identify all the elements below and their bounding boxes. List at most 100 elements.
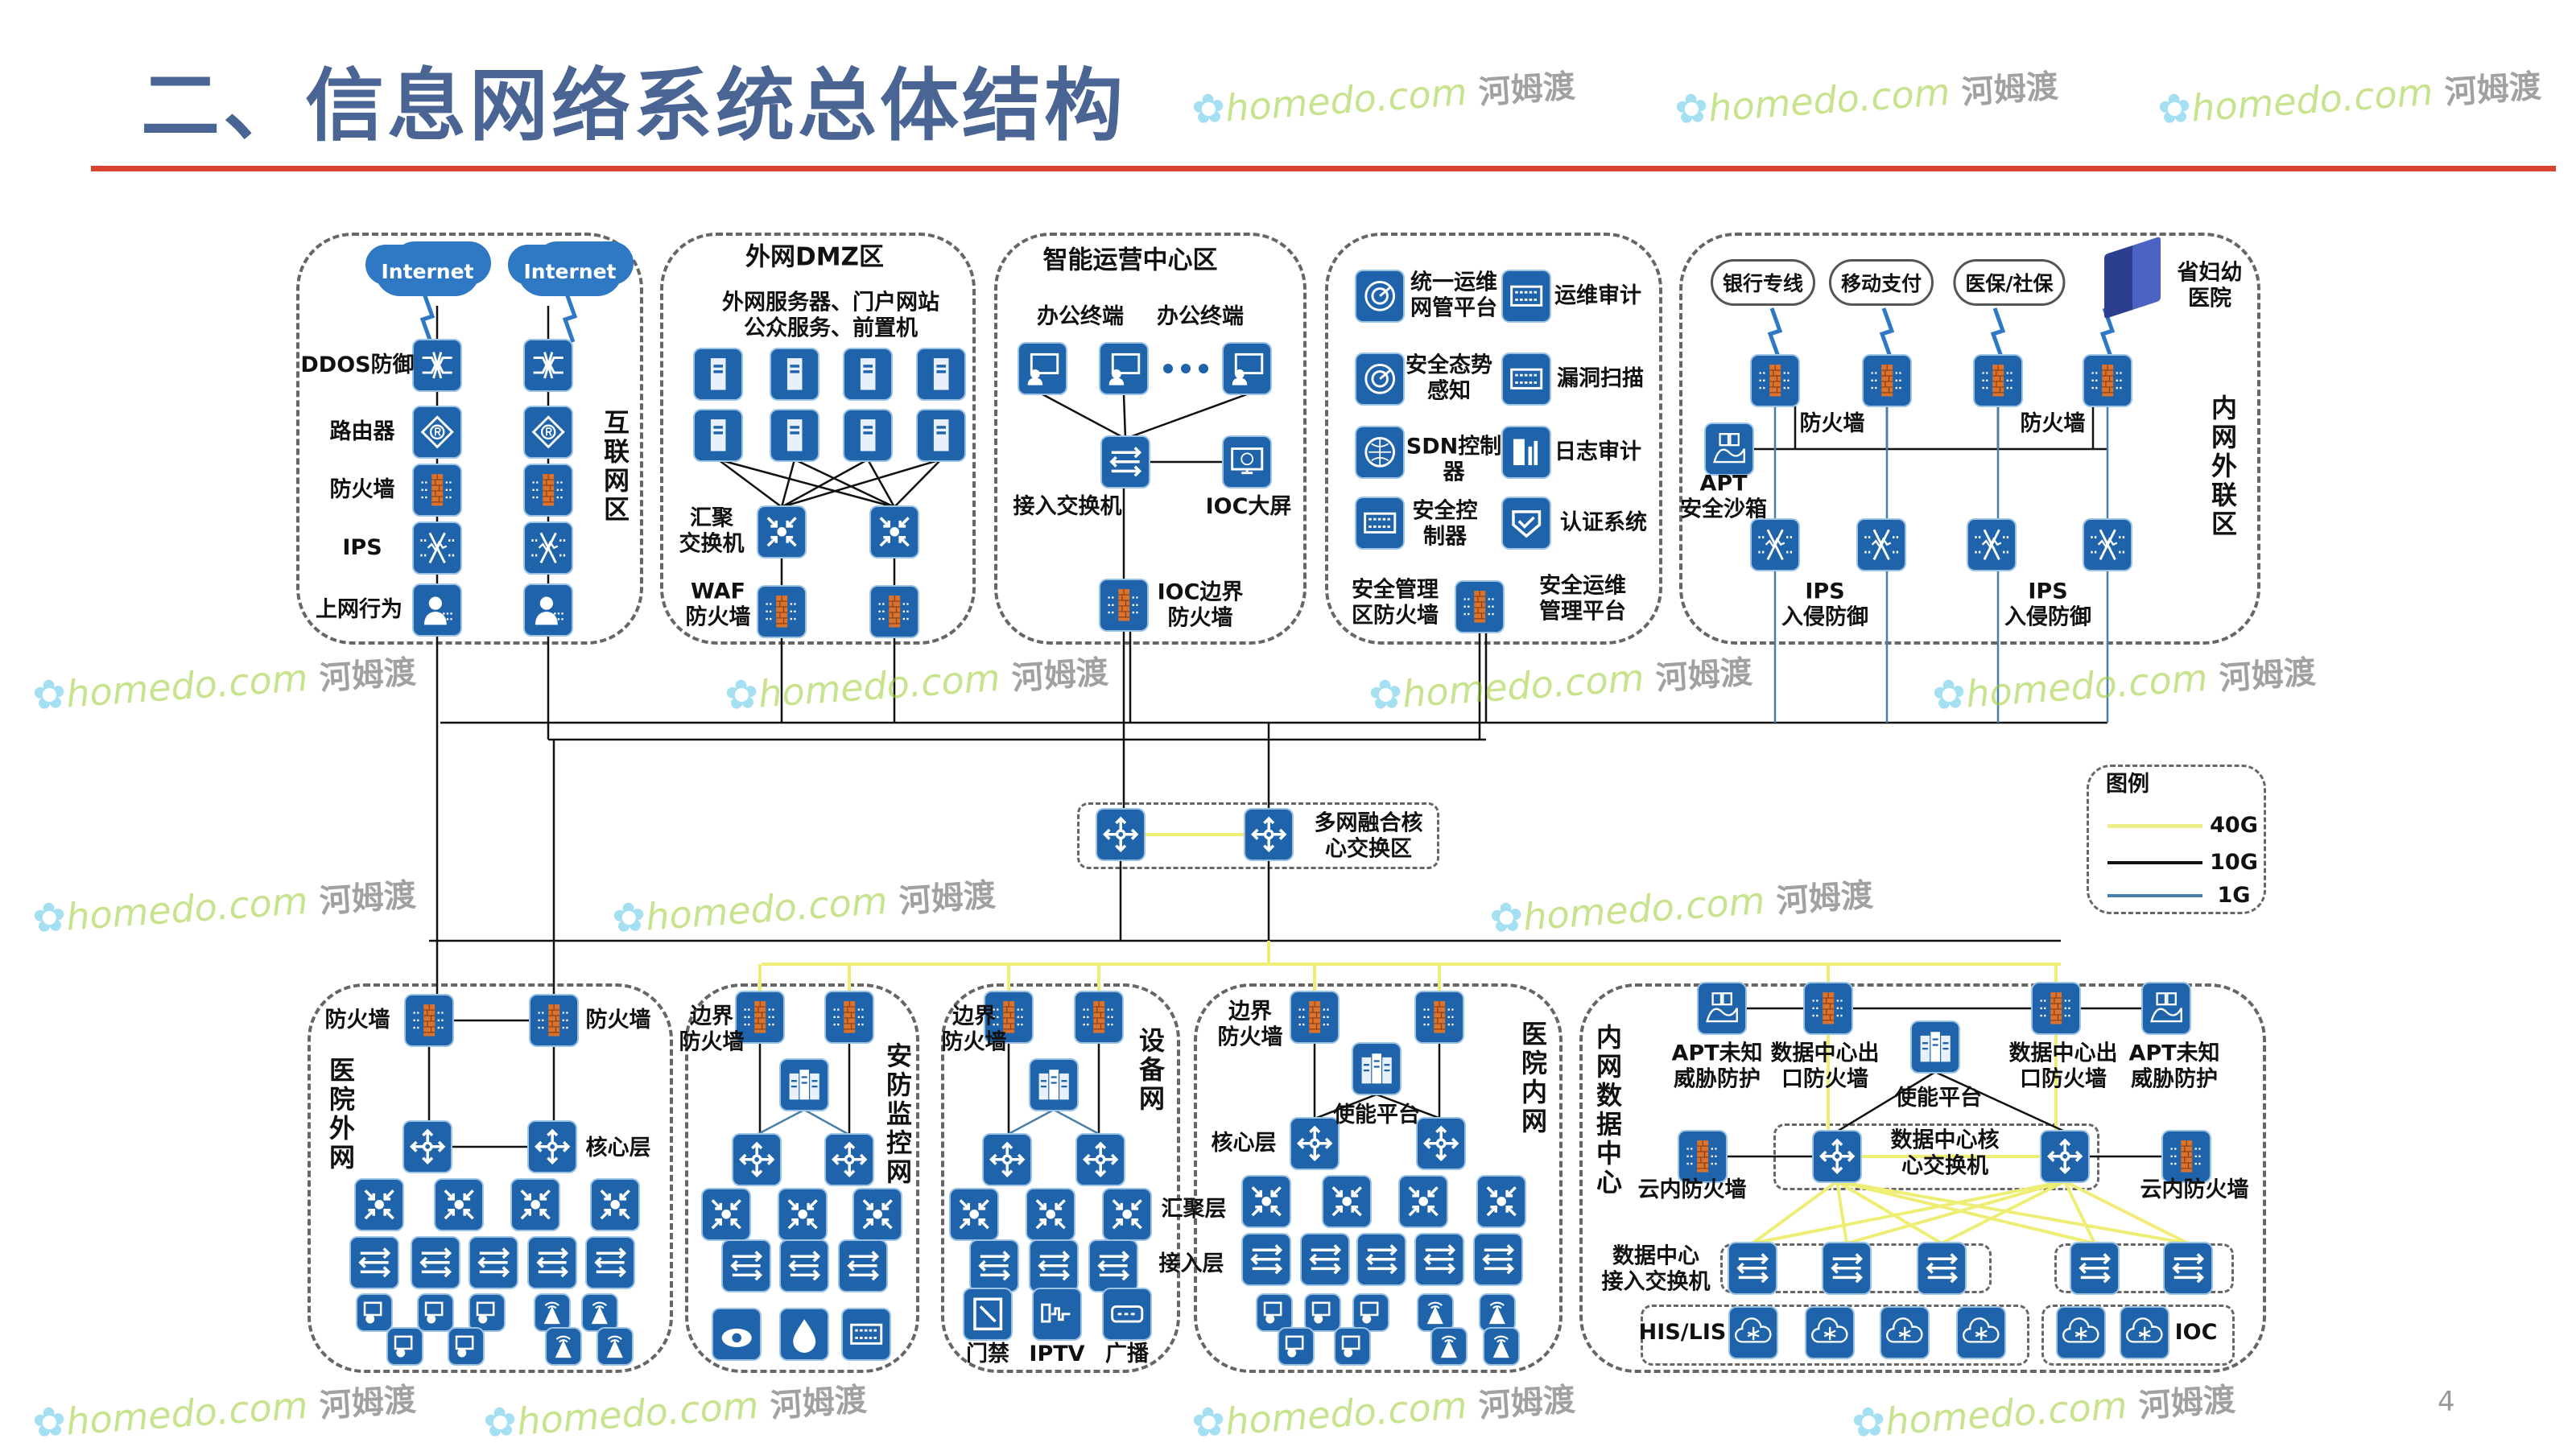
outer-core-label: 核心层 [585, 1135, 651, 1160]
dmz-server-icon [844, 410, 891, 460]
ops-platform-icon [1356, 271, 1403, 321]
inner-net-agg-icon [1243, 1177, 1290, 1226]
firewall-2-icon [525, 465, 572, 515]
inner-net-core-icon [1291, 1119, 1338, 1169]
link-10g [717, 458, 895, 509]
ioc-border-firewall-icon [1100, 580, 1147, 630]
outer-access-switch-icon [351, 1238, 398, 1288]
external-fw-label: 防火墙 [2020, 410, 2086, 436]
medical-insurance-cloud: 医保/社保 [1953, 259, 2066, 306]
layer-label-behavior: 上网行为 [316, 596, 402, 622]
wifi-ap-icon [583, 1295, 617, 1330]
external-ips-label: IPS 入侵防御 [1781, 579, 1868, 630]
dmz-server-icon [695, 349, 741, 399]
ioc-cloud-box [2041, 1305, 2235, 1366]
link-40g [1752, 1180, 2066, 1245]
inner-net-platform-label: 使能平台 [1333, 1102, 1420, 1127]
link-1g [1006, 1108, 1055, 1136]
legend-title: 图例 [2106, 771, 2149, 797]
inner-net-platform-server-icon [1353, 1044, 1400, 1094]
cloud-server-icon [1730, 1308, 1777, 1358]
dmz-server-icon [771, 410, 818, 460]
outer-core-switch-icon [529, 1122, 576, 1172]
page-title: 二、信息网络系统总体结构 [141, 60, 1127, 152]
apt-sandbox-icon [1706, 424, 1752, 474]
pc-endpoint-icon [1335, 1329, 1369, 1364]
security-item-label: 统一运维 网管平台 [1410, 270, 1497, 321]
broadcast-icon [1104, 1289, 1150, 1339]
device-net-firewall-icon [985, 992, 1032, 1042]
waf-firewall-icon [758, 587, 805, 637]
agg-layer-label: 汇聚层 [1161, 1196, 1227, 1222]
vuln-scan-icon [1503, 354, 1550, 404]
external-firewall-icon [1752, 356, 1798, 406]
layer-label-ddos: DDOS防御 [300, 352, 415, 377]
link-10g [781, 458, 942, 509]
dc-access-switch-icon [2165, 1243, 2211, 1293]
dmz-zone [660, 233, 976, 645]
external-link-zone [1679, 233, 2260, 645]
inner-net-agg-icon [1478, 1177, 1525, 1226]
dc-access-box-2 [2054, 1243, 2234, 1293]
iptv-label: IPTV [1029, 1341, 1085, 1366]
inner-net-firewall-icon [1291, 992, 1338, 1042]
pc-endpoint-icon [1354, 1295, 1388, 1330]
camera-icon [713, 1309, 760, 1359]
router-1-icon [414, 407, 460, 457]
dmz-agg-label: 汇聚 交换机 [679, 505, 745, 557]
layer-label-ips: IPS [342, 534, 382, 560]
security-item-label: 日志审计 [1554, 439, 1641, 464]
security-net-access-icon [840, 1241, 886, 1291]
device-net-agg-icon [951, 1189, 997, 1239]
device-net-label: 设备网 [1135, 1027, 1166, 1114]
outer-agg-switch-icon [592, 1180, 638, 1230]
outer-firewall-icon [530, 996, 577, 1045]
link-10g [717, 458, 782, 509]
security-net-access-icon [781, 1241, 828, 1291]
security-net-core-icon [733, 1135, 780, 1185]
wireless-link-lightning-icon [1990, 307, 2006, 357]
device-net-agg-icon [1104, 1189, 1150, 1239]
outer-agg-switch-icon [436, 1180, 482, 1230]
pc-endpoint-icon [357, 1295, 391, 1330]
ips-device-1-icon [414, 523, 460, 573]
dmz-zone-desc: 外网服务器、门户网站 公众服务、前置机 [722, 290, 939, 341]
link-40g [1836, 1180, 2095, 1245]
inner-net-agg-icon [1323, 1177, 1370, 1226]
ops-audit-icon [1503, 271, 1550, 321]
dc-access-switch-icon [1823, 1243, 1870, 1293]
security-controller-icon [1356, 498, 1403, 548]
pc-endpoint-icon [388, 1329, 422, 1364]
outer-fw-label: 防火墙 [585, 1007, 651, 1033]
layer-label-firewall: 防火墙 [329, 476, 395, 502]
security-net-fw-label: 边界 防火墙 [679, 1004, 745, 1055]
pc-endpoint-icon [1306, 1295, 1340, 1330]
legend-40g-label: 40G [2210, 812, 2258, 838]
security-net-access-icon [723, 1241, 770, 1291]
core-switch-1-icon [1097, 810, 1144, 859]
wifi-ap-icon [535, 1295, 569, 1330]
security-fw-label: 安全管理 区防火墙 [1352, 577, 1439, 629]
dc-core-label: 数据中心核 心交换机 [1890, 1127, 2000, 1179]
pc-endpoint-icon [419, 1295, 452, 1330]
dmz-server-icon [695, 410, 741, 460]
security-net-firewall-icon [826, 992, 873, 1042]
iptv-icon [1034, 1289, 1080, 1339]
pc-endpoint-icon [1257, 1295, 1291, 1330]
outer-fw-label: 防火墙 [324, 1007, 390, 1033]
dmz-server-icon [918, 410, 964, 460]
internet-zone-label: 互联网区 [600, 409, 630, 525]
link-10g [1836, 1070, 1936, 1133]
outer-access-switch-icon [412, 1238, 459, 1288]
dmz-server-icon [918, 349, 964, 399]
behavior-device-1-icon [414, 585, 460, 635]
wifi-ap-icon [1432, 1329, 1466, 1364]
link-10g [1125, 393, 1248, 440]
dmz-zone-title: 外网DMZ区 [745, 242, 885, 272]
ddos-device-2-icon [525, 340, 572, 390]
dc-exit-firewall-icon [2033, 983, 2079, 1033]
office-terminal-icon [1224, 344, 1270, 394]
outer-core-switch-icon [404, 1122, 451, 1172]
legend-1g-line [2107, 894, 2202, 897]
his-lis-box [1641, 1305, 2029, 1366]
